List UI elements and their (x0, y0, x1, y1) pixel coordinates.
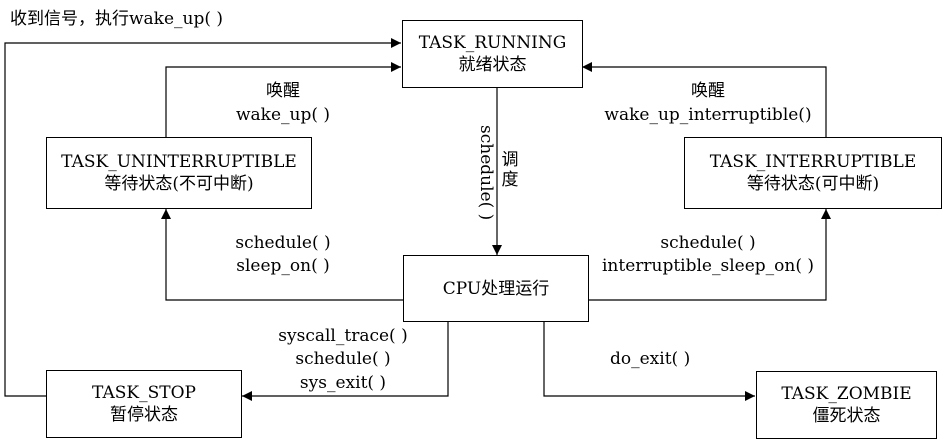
state-title: TASK_UNINTERRUPTIBLE (61, 152, 297, 172)
edge-interruptible-to-running (582, 62, 827, 137)
edge-label-sleep-right-2: interruptible_sleep_on( ) (601, 256, 815, 276)
edge-cpu-to-uninterruptible (161, 209, 403, 301)
edge-label-exit: do_exit( ) (610, 349, 691, 369)
edge-label-schedule-cn: 调度 (501, 150, 519, 190)
edge-cpu-to-stop (242, 322, 449, 401)
edge-label-wake-right-code: wake_up_interruptible() (604, 105, 812, 125)
state-title: TASK_STOP (92, 383, 196, 403)
state-subtitle: 等待状态(不可中断) (104, 174, 254, 194)
edge-label-sleep-right-1: schedule( ) (660, 233, 756, 253)
state-title: TASK_INTERRUPTIBLE (709, 152, 917, 172)
state-title: TASK_ZOMBIE (781, 384, 912, 404)
state-task-uninterruptible: TASK_UNINTERRUPTIBLE 等待状态(不可中断) (46, 137, 312, 209)
edge-label-schedule-vertical: schedule( ) (476, 125, 496, 221)
edge-uninterruptible-to-running (165, 62, 401, 137)
edge-stop-to-running (4, 38, 401, 397)
state-subtitle: 僵死状态 (812, 406, 881, 426)
state-task-zombie: TASK_ZOMBIE 僵死状态 (756, 371, 937, 439)
edge-label-sleep-left-2: sleep_on( ) (236, 256, 330, 276)
state-task-stop: TASK_STOP 暂停状态 (46, 370, 242, 438)
state-subtitle: 暂停状态 (110, 405, 178, 425)
edge-label-sleep-left-1: schedule( ) (235, 233, 331, 253)
state-subtitle: 就绪状态 (458, 55, 527, 75)
state-task-running: TASK_RUNNING 就绪状态 (402, 20, 583, 88)
state-title: CPU处理运行 (442, 278, 550, 299)
state-task-interruptible: TASK_INTERRUPTIBLE 等待状态(可中断) (684, 137, 942, 209)
edge-label-stop-3: sys_exit( ) (299, 373, 387, 393)
edge-cpu-to-interruptible (589, 209, 831, 301)
top-signal-note: 收到信号，执行wake_up( ) (10, 9, 224, 29)
edge-label-wake-left-cn: 唤醒 (266, 81, 300, 101)
state-title: TASK_RUNNING (418, 33, 567, 53)
state-cpu-running: CPU处理运行 (403, 255, 589, 322)
edge-label-stop-1: syscall_trace( ) (278, 326, 408, 346)
edge-cpu-to-zombie (543, 322, 755, 401)
edge-label-stop-2: schedule( ) (295, 349, 391, 369)
state-subtitle: 等待状态(可中断) (746, 174, 880, 194)
edge-label-wake-right-cn: 唤醒 (691, 81, 725, 101)
edge-label-wake-left-code: wake_up( ) (235, 105, 331, 125)
